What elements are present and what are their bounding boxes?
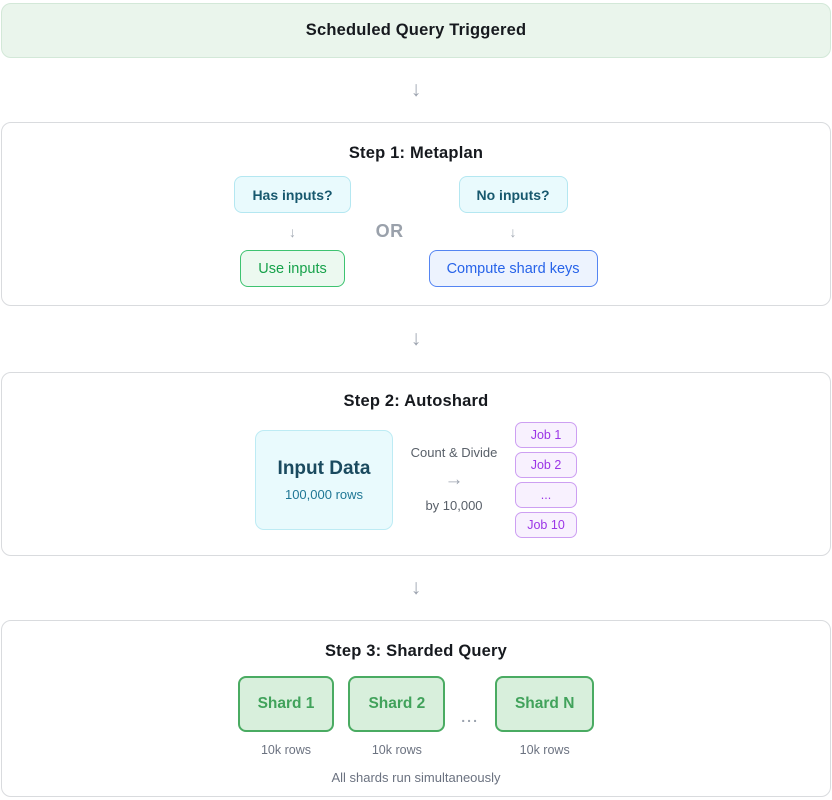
shard-box: Shard N bbox=[494, 676, 595, 732]
input-data-title: Input Data bbox=[277, 458, 371, 479]
condition-label: Has inputs? bbox=[252, 186, 333, 203]
right-arrow-icon: → bbox=[444, 468, 464, 490]
shard-column: Shard 1 10k rows bbox=[237, 676, 335, 757]
flow-down-arrow-icon: ↓ bbox=[410, 576, 422, 599]
step1-branches: Has inputs? ↓ Use inputs OR No inputs? ↓… bbox=[2, 176, 830, 287]
branch-down-arrow-icon: ↓ bbox=[509, 223, 517, 240]
shard-column: Shard N 10k rows bbox=[494, 676, 595, 757]
condition-label: No inputs? bbox=[476, 186, 550, 203]
step3-card: Step 3: Sharded Query Shard 1 10k rows S… bbox=[1, 620, 831, 797]
shards-row: Shard 1 10k rows Shard 2 10k rows ... Sh… bbox=[2, 676, 830, 757]
job-label: Job 10 bbox=[527, 518, 565, 532]
flow-down-arrow-icon: ↓ bbox=[410, 327, 422, 350]
job-label: Job 1 bbox=[530, 428, 562, 442]
job-label: Job 2 bbox=[530, 458, 562, 472]
branch-down-arrow-icon: ↓ bbox=[289, 223, 296, 240]
step2-title: Step 2: Autoshard bbox=[343, 392, 489, 410]
count-divide-operation: Count & Divide → by 10,000 bbox=[409, 445, 499, 514]
shard-box: Shard 2 bbox=[348, 676, 446, 732]
action-label: Compute shard keys bbox=[446, 260, 580, 277]
shard-label: Shard 1 bbox=[257, 695, 315, 712]
step1-card: Step 1: Metaplan Has inputs? ↓ Use input… bbox=[1, 122, 831, 306]
condition-box-has-inputs: Has inputs? bbox=[234, 176, 351, 213]
step3-title: Step 3: Sharded Query bbox=[324, 642, 508, 660]
step2-card: Step 2: Autoshard Input Data 100,000 row… bbox=[1, 372, 831, 556]
job-box: Job 10 bbox=[515, 512, 577, 538]
step3-footnote: All shards run simultaneously bbox=[331, 770, 501, 785]
operation-line2: by 10,000 bbox=[425, 498, 483, 514]
trigger-banner: Scheduled Query Triggered bbox=[1, 3, 831, 58]
step1-title: Step 1: Metaplan bbox=[348, 144, 484, 162]
input-data-box: Input Data 100,000 rows bbox=[255, 430, 393, 530]
operation-line1: Count & Divide bbox=[410, 445, 498, 461]
action-box-use-inputs: Use inputs bbox=[240, 250, 345, 287]
shard-label: Shard 2 bbox=[368, 695, 426, 712]
shard-box: Shard 1 bbox=[237, 676, 335, 732]
shards-ellipsis: ... bbox=[461, 709, 479, 725]
trigger-banner-title: Scheduled Query Triggered bbox=[305, 21, 527, 39]
job-label: ... bbox=[540, 488, 552, 502]
branch-no-inputs: No inputs? ↓ Compute shard keys bbox=[428, 176, 598, 287]
job-box: Job 2 bbox=[515, 452, 577, 478]
step2-content: Input Data 100,000 rows Count & Divide →… bbox=[2, 422, 830, 538]
or-separator: OR bbox=[375, 221, 404, 241]
shard-rowcount: 10k rows bbox=[371, 743, 422, 757]
shard-rowcount: 10k rows bbox=[260, 743, 312, 757]
job-box-ellipsis: ... bbox=[515, 482, 577, 508]
shard-rowcount: 10k rows bbox=[519, 743, 570, 757]
condition-box-no-inputs: No inputs? bbox=[458, 176, 568, 213]
shard-column: Shard 2 10k rows bbox=[348, 676, 446, 757]
action-label: Use inputs bbox=[258, 260, 327, 277]
jobs-stack: Job 1 Job 2 ... Job 10 bbox=[515, 422, 577, 538]
branch-has-inputs: Has inputs? ↓ Use inputs bbox=[234, 176, 351, 287]
job-box: Job 1 bbox=[515, 422, 577, 448]
flow-down-arrow-icon: ↓ bbox=[410, 78, 422, 101]
action-box-compute-shard-keys: Compute shard keys bbox=[428, 250, 598, 287]
shard-label: Shard N bbox=[514, 695, 575, 712]
input-data-rowcount: 100,000 rows bbox=[284, 487, 364, 502]
